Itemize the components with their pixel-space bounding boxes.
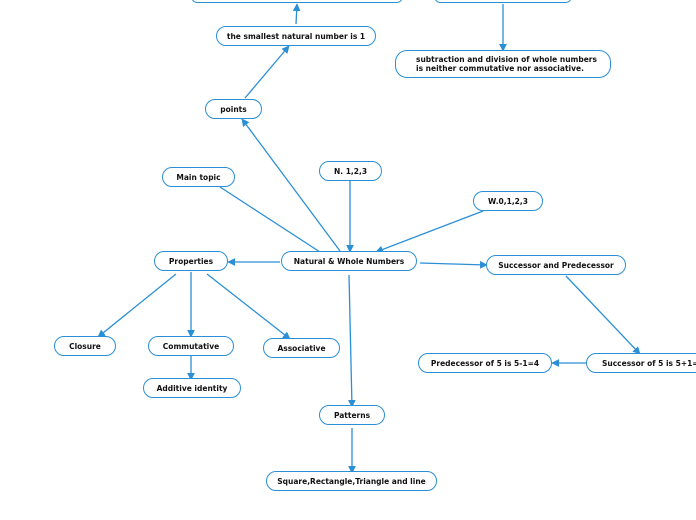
node-predecessor-label: Predecessor of 5 is 5-1=4 [430, 358, 540, 368]
node-closure[interactable]: Closure [54, 336, 116, 356]
node-successor-predecessor-label: Successor and Predecessor [498, 260, 614, 270]
node-properties[interactable]: Properties [154, 251, 228, 271]
node-shapes[interactable]: Square,Rectangle,Triangle and line [266, 471, 437, 491]
node-additive-identity[interactable]: Additive identity [143, 378, 241, 398]
node-points[interactable]: points [205, 99, 262, 119]
node-successor-predecessor[interactable]: Successor and Predecessor [486, 255, 626, 275]
edge-succpred-to-successor [565, 275, 641, 355]
node-patterns-label: Patterns [333, 410, 371, 420]
edge-properties-to-closure [97, 273, 177, 338]
edge-whole-to-center [375, 210, 484, 254]
node-center-topic-label: Natural & Whole Numbers [293, 256, 405, 266]
node-closure-label: Closure [69, 341, 101, 351]
node-shapes-label: Square,Rectangle,Triangle and line [277, 476, 426, 486]
subtraction-line-1: subtraction and division of whole number… [416, 55, 597, 64]
edge-smallest-to-top [292, 3, 301, 25]
node-patterns[interactable]: Patterns [319, 405, 385, 425]
node-smallest-natural-label: the smallest natural number is 1 [226, 31, 366, 41]
node-center-topic[interactable]: Natural & Whole Numbers [281, 251, 417, 271]
node-whole-numbers[interactable]: W.0,1,2,3 [473, 191, 543, 211]
node-whole-numbers-label: W.0,1,2,3 [488, 196, 528, 206]
node-additive-identity-label: Additive identity [156, 383, 228, 393]
edge-center-to-patterns [347, 274, 356, 408]
node-top-right-partial[interactable] [434, 0, 572, 3]
edge-points-to-smallest [244, 45, 290, 99]
node-natural-numbers-label: N. 1,2,3 [333, 166, 368, 176]
node-associative[interactable]: Associative [263, 338, 340, 358]
edge-center-to-points [241, 118, 341, 252]
node-successor[interactable]: Successor of 5 is 5+1=6 [586, 353, 696, 373]
node-properties-label: Properties [168, 256, 214, 266]
node-predecessor[interactable]: Predecessor of 5 is 5-1=4 [418, 353, 552, 373]
edge-center-to-succpred [419, 260, 488, 269]
node-natural-numbers[interactable]: N. 1,2,3 [319, 161, 382, 181]
node-main-topic-label: Main topic [176, 172, 221, 182]
node-subtraction-division-text: subtraction and division of whole number… [416, 55, 597, 73]
node-top-left-partial[interactable] [191, 0, 403, 3]
node-commutative-label: Commutative [162, 341, 220, 351]
node-subtraction-division[interactable]: subtraction and division of whole number… [395, 50, 611, 78]
node-main-topic[interactable]: Main topic [162, 167, 235, 187]
edge-properties-to-associative [206, 273, 291, 340]
subtraction-line-2: is neither commutative nor associative. [416, 64, 584, 73]
node-associative-label: Associative [277, 343, 326, 353]
node-points-label: points [220, 104, 247, 114]
node-successor-label: Successor of 5 is 5+1=6 [602, 358, 696, 368]
node-commutative[interactable]: Commutative [148, 336, 234, 356]
edge-maintopic-to-center [219, 186, 321, 253]
node-smallest-natural[interactable]: the smallest natural number is 1 [216, 26, 376, 46]
